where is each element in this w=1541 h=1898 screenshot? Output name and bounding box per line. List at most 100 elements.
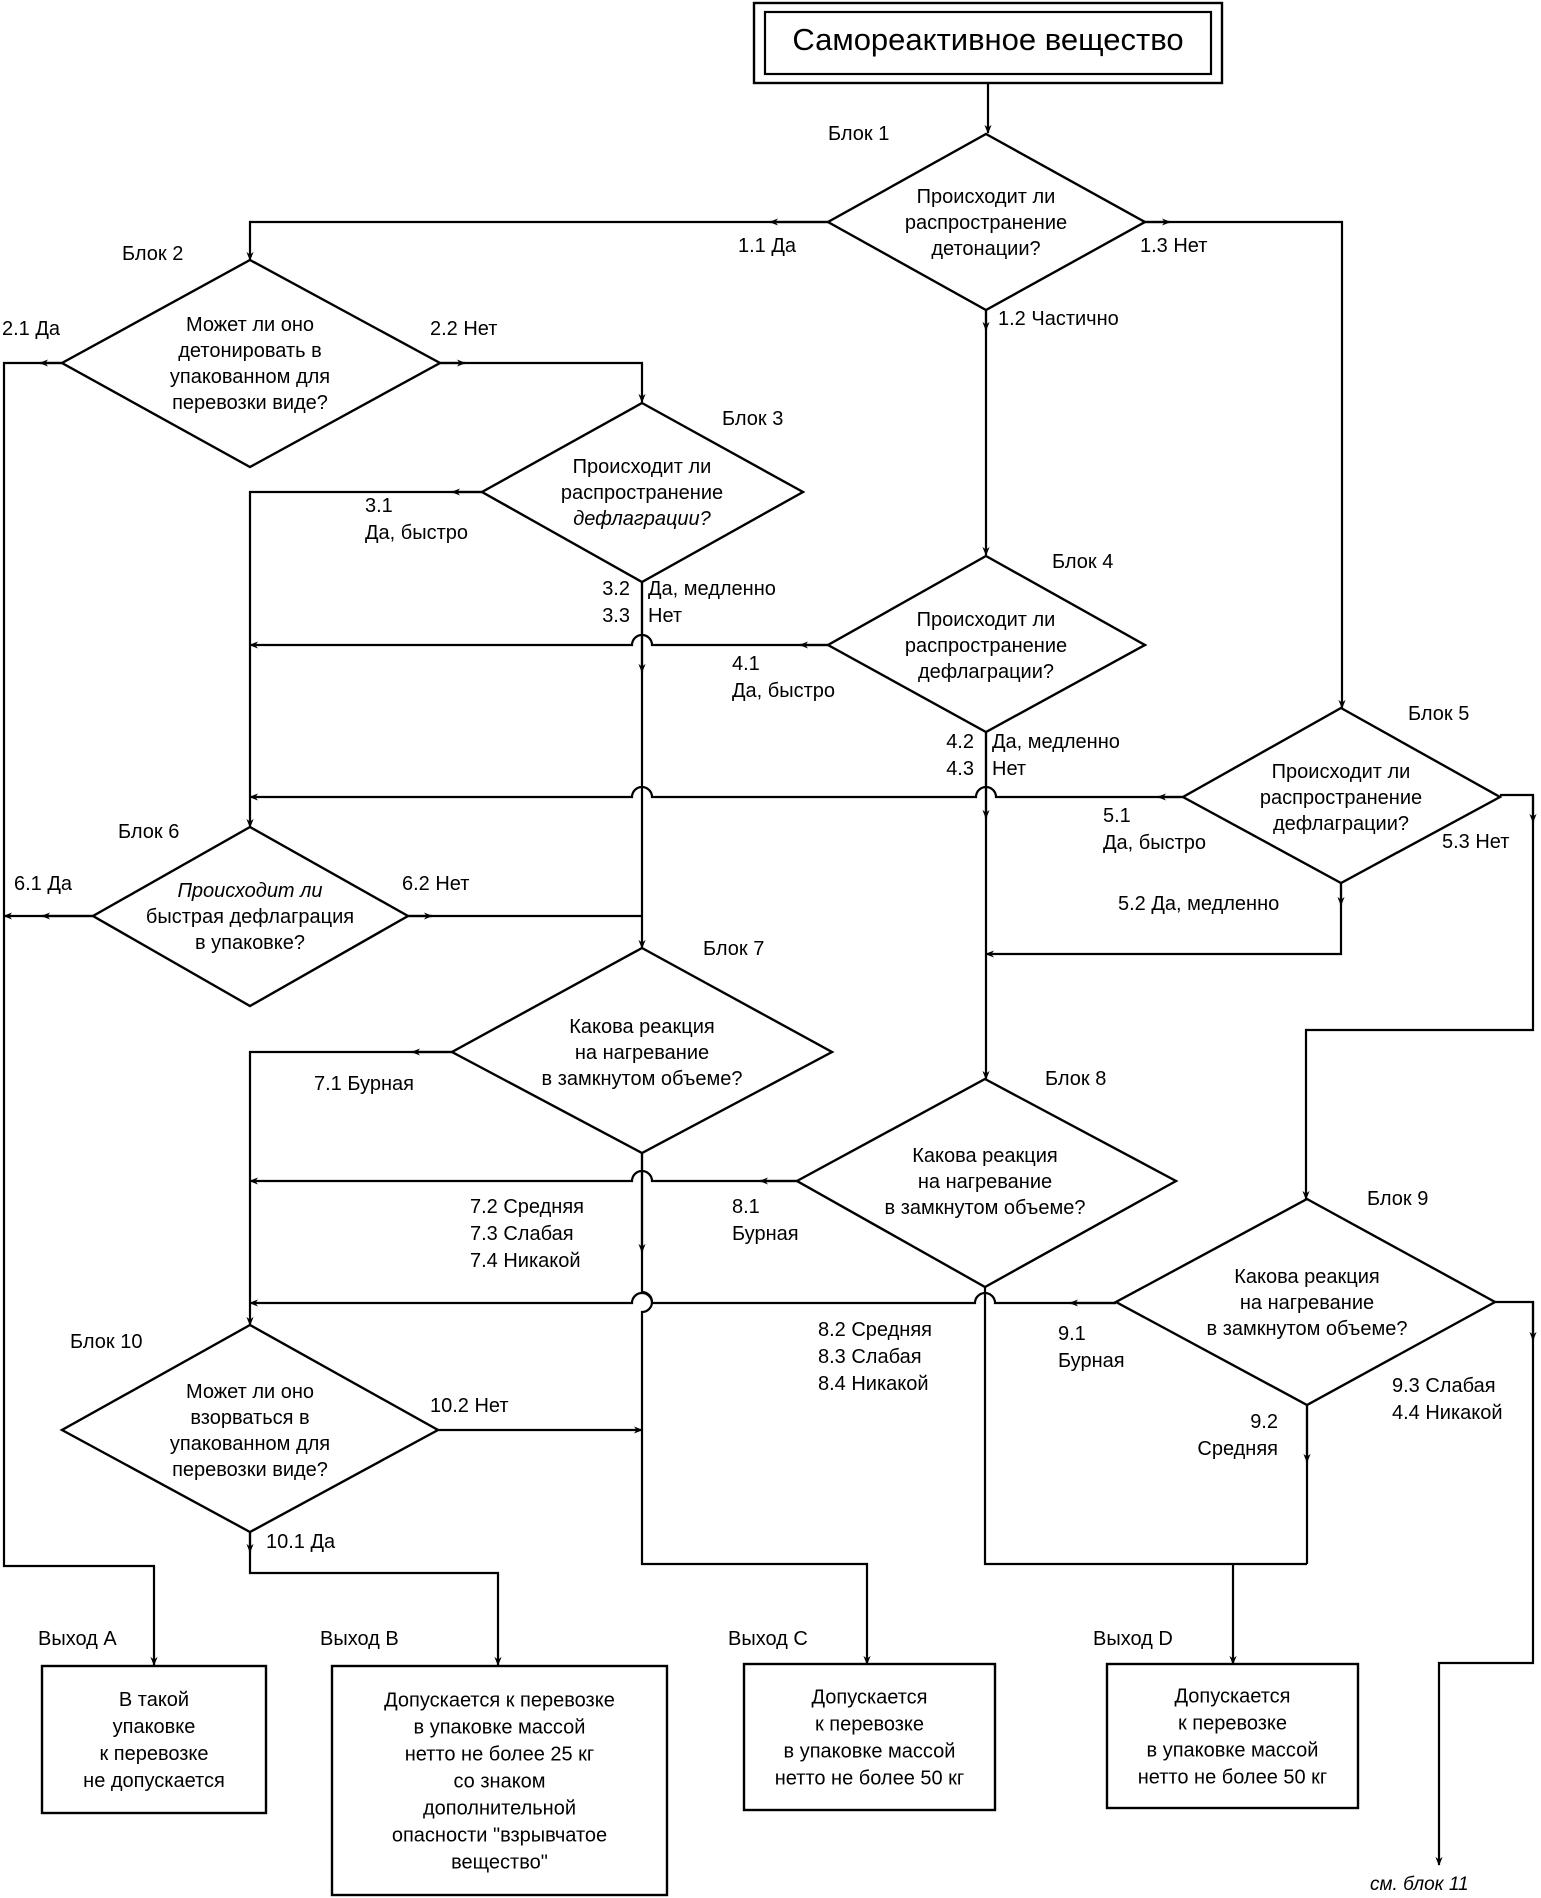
block-question-line: быстрая дефлаграция — [146, 906, 354, 928]
block-question-line: в замкнутом объеме? — [885, 1197, 1086, 1219]
block-question-line: Какова реакция — [569, 1016, 715, 1038]
exit-box — [742, 1662, 997, 1812]
connector-5-2 — [985, 883, 1343, 958]
continuation-label: см. блок 11 — [1370, 1874, 1469, 1895]
exit-text-line: к перевозке — [815, 1714, 924, 1736]
exit-label: Выход A — [38, 1628, 117, 1650]
exit-text-line: Допускается к перевозке — [384, 1690, 615, 1712]
block-question-line: на нагревание — [918, 1171, 1052, 1193]
edge-label-line: 4.2 — [946, 731, 974, 753]
edge-label-line: 1.2 Частично — [998, 308, 1119, 330]
block-question-line: детонировать в — [178, 340, 322, 362]
exit-text-line: к перевозке — [1178, 1713, 1287, 1735]
edge-label-line: Бурная — [732, 1223, 799, 1245]
edge-label-line: 1.1 Да — [738, 235, 797, 257]
exit-box — [330, 1664, 669, 1897]
connector-8-1 — [249, 1169, 797, 1185]
edge-label-line: 10.1 Да — [266, 1531, 336, 1553]
edge-label-line: 5.1 — [1103, 805, 1131, 827]
edge-label-line: 4.1 — [732, 653, 760, 675]
edge-label-line: Да, быстро — [732, 680, 835, 702]
decision-diamond — [479, 401, 806, 584]
connector-4-1 — [249, 633, 828, 649]
block-label: Блок 7 — [703, 938, 764, 960]
block-question-line: Происходит ли — [917, 186, 1056, 208]
block-question-line: распространение — [561, 482, 723, 504]
edge-label-e2-2: 2.2 Нет — [430, 318, 497, 340]
edge-label-line: 9.2 — [1250, 1411, 1278, 1433]
connector-2-1 — [2, 361, 158, 1666]
block-question-line: Происходит ли — [573, 456, 712, 478]
block-question-line: Происходит ли — [177, 880, 322, 902]
block-question-line: дефлаграции? — [918, 661, 1054, 683]
block-question-line: распространение — [905, 212, 1067, 234]
edge-label-line: 3.2 — [602, 578, 630, 600]
block-label: Блок 2 — [122, 243, 183, 265]
edge-label-e4-23-num: 4.24.3 — [946, 731, 974, 780]
exit-text-line: в упаковке массой — [784, 1741, 956, 1763]
edge-label-e6-1: 6.1 Да — [14, 873, 73, 895]
connectors — [2, 83, 1537, 1866]
block-question-line: распространение — [1260, 787, 1422, 809]
edge-label-line: Да, быстро — [1103, 832, 1206, 854]
decision-diamond — [825, 132, 1148, 312]
edge-label-line: 10.2 Нет — [430, 1395, 509, 1417]
block-question-line: распространение — [905, 635, 1067, 657]
decision-diamond — [1180, 706, 1503, 885]
exit-text-line: дополнительной — [423, 1798, 576, 1820]
title-box: Самореактивное вещество — [752, 1, 1224, 85]
block-question-line: Может ли оно — [186, 1381, 314, 1403]
exit-text-line: в упаковке массой — [1147, 1740, 1319, 1762]
edge-label-line: Нет — [648, 605, 682, 627]
block-label: Блок 1 — [828, 123, 889, 145]
edge-label-e10-1: 10.1 Да — [266, 1531, 336, 1553]
block-question-line: Какова реакция — [912, 1145, 1058, 1167]
edge-label-line: 2.1 Да — [2, 318, 61, 340]
block-question-line: Может ли оно — [186, 314, 314, 336]
edge-label-line: 5.2 Да, медленно — [1118, 893, 1279, 915]
edge-label-line: 7.1 Бурная — [314, 1073, 414, 1095]
block-question-line: детонации? — [931, 238, 1040, 260]
connector-9-3-9-4 — [1435, 1300, 1535, 1866]
edge-label-line: 8.1 — [732, 1196, 760, 1218]
block-question-line: Происходит ли — [917, 609, 1056, 631]
edge-label-line: 6.1 Да — [14, 873, 73, 895]
edge-label-line: Да, быстро — [365, 522, 468, 544]
exit-text-line: не допускается — [83, 1770, 225, 1792]
block-question-line: Происходит ли — [1272, 761, 1411, 783]
edge-label-line: 4.3 — [946, 758, 974, 780]
edge-label-line: Бурная — [1058, 1350, 1125, 1372]
edge-label-e7-234: 7.2 Средняя 7.3 Слабая 7.4 Никакой — [470, 1196, 584, 1272]
edge-label-e1-3: 1.3 Нет — [1140, 235, 1207, 257]
edge-label-line: 7.2 Средняя — [470, 1196, 584, 1218]
exit-text-line: со знаком — [453, 1771, 545, 1793]
edge-label-e5-1: 5.1Да, быстро — [1103, 805, 1206, 854]
block-question-line: на нагревание — [1240, 1292, 1374, 1314]
exit-box — [40, 1664, 268, 1815]
edge-label-line: 2.2 Нет — [430, 318, 497, 340]
edge-label-line: 7.3 Слабая — [470, 1223, 574, 1245]
block-question-line: перевозки виде? — [172, 392, 328, 414]
connector-3-1 — [246, 490, 482, 828]
block-label: Блок 9 — [1367, 1188, 1428, 1210]
block-question-line: перевозки виде? — [172, 1459, 328, 1481]
block-label: Блок 4 — [1052, 551, 1113, 573]
edge-label-e3-1: 3.1Да, быстро — [365, 495, 468, 544]
block-1: Блок 1 Происходит ли распространение детона… — [825, 123, 1148, 312]
decision-diamond — [90, 825, 411, 1008]
title-text: Самореактивное вещество — [792, 22, 1183, 57]
block-question-line: дефлаграции? — [1273, 813, 1409, 835]
edge-label-line: 7.4 Никакой — [470, 1250, 581, 1272]
